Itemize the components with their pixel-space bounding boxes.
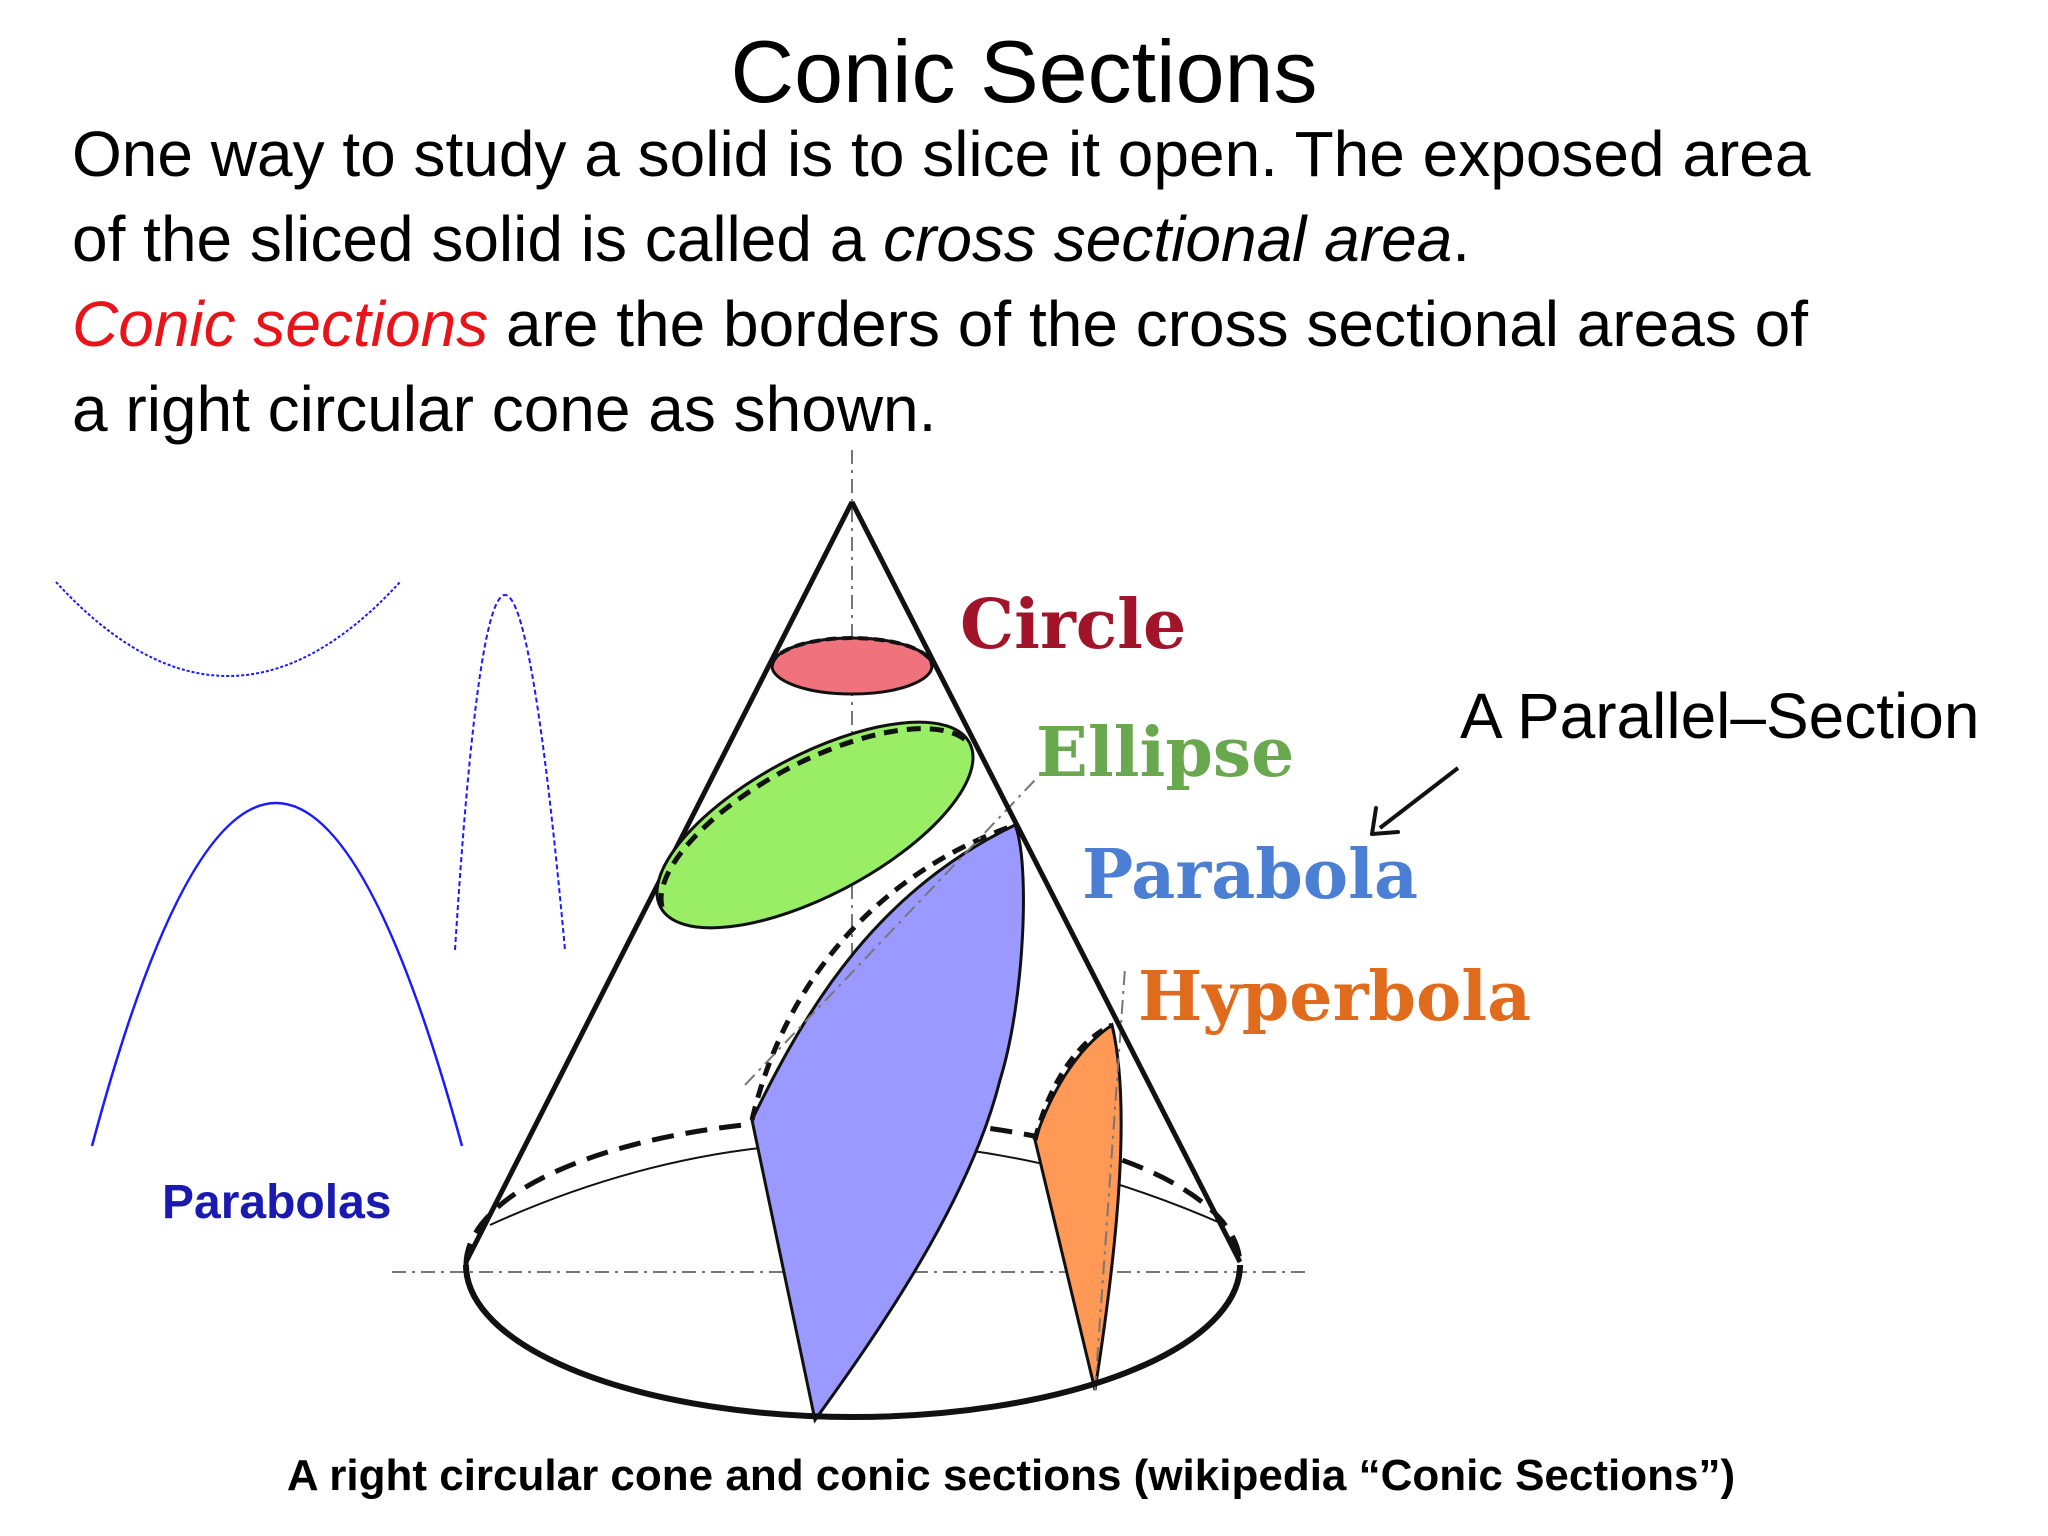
parallel-section-arrowhead bbox=[1370, 806, 1400, 836]
upward-parabola-curve bbox=[55, 581, 401, 677]
slide-title: Conic Sections bbox=[730, 22, 1318, 121]
hyperbola-section bbox=[1033, 1022, 1123, 1391]
cone-base-back-edge bbox=[463, 1116, 1243, 1266]
intro-line-2: of the sliced solid is called a cross se… bbox=[72, 197, 1972, 282]
parabola-section bbox=[750, 822, 1025, 1424]
parallel-section-label: A Parallel–Section bbox=[1460, 680, 1979, 752]
cone-base-front-edge bbox=[463, 1264, 1243, 1420]
conic-sections-term: Conic sections bbox=[72, 288, 489, 360]
hyperbola-section-back-edge bbox=[1032, 1022, 1114, 1141]
intro-line-3-end: are the borders of the cross sectional a… bbox=[488, 288, 1808, 360]
cross-sectional-area-term: cross sectional area bbox=[883, 203, 1453, 275]
parabola-label: Parabola bbox=[1082, 835, 1418, 915]
narrow-parabola-curve bbox=[454, 594, 566, 951]
intro-line-1: One way to study a solid is to slice it … bbox=[72, 118, 1811, 190]
circle-label: Circle bbox=[960, 585, 1186, 665]
hyperbola-label: Hyperbola bbox=[1138, 957, 1531, 1037]
wide-parabola-curve bbox=[90, 802, 464, 1147]
ellipse-label: Ellipse bbox=[1036, 713, 1294, 793]
intro-line-4: a right circular cone as shown. bbox=[72, 373, 937, 445]
hyperbola-plane-guide bbox=[1094, 967, 1126, 1391]
figure-caption: A right circular cone and conic sections… bbox=[287, 1451, 1735, 1500]
parabolas-label: Parabolas bbox=[162, 1176, 391, 1229]
circle-section-back-edge bbox=[770, 636, 934, 667]
parabola-section-back-edge bbox=[749, 822, 1016, 1121]
intro-line-2-end: . bbox=[1452, 203, 1471, 275]
intro-line-3: Conic sections are the borders of the cr… bbox=[72, 282, 1972, 367]
intro-paragraph: One way to study a solid is to slice it … bbox=[72, 112, 1972, 452]
ellipse-section-back-edge bbox=[658, 726, 971, 908]
parallel-section-arrow-shaft bbox=[1378, 766, 1460, 830]
parabola-plane-guide bbox=[744, 779, 1036, 1086]
intro-line-2-start: of the sliced solid is called a bbox=[72, 203, 884, 275]
cone-right-side bbox=[849, 500, 1243, 1264]
